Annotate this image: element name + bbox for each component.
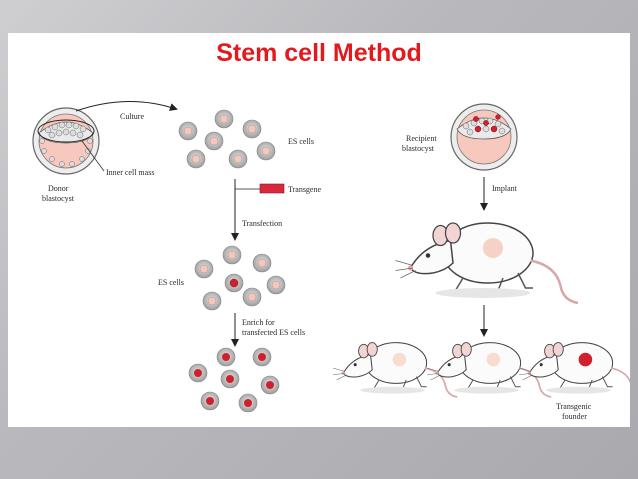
es-cell-transfected bbox=[238, 393, 258, 413]
recipient-mouse bbox=[394, 221, 580, 305]
es-cell bbox=[214, 109, 234, 129]
es-cell bbox=[178, 121, 198, 141]
enrich-label-1: Enrich for bbox=[242, 318, 275, 327]
recipient-label-2: blastocyst bbox=[402, 144, 435, 153]
es-cell-transfected bbox=[252, 347, 272, 367]
donor-label-1: Donor bbox=[48, 184, 69, 193]
es-cells-mid-label: ES cells bbox=[158, 278, 184, 287]
offspring-mouse-2 bbox=[426, 341, 553, 398]
es-cell bbox=[242, 287, 262, 307]
donor-label-2: blastocyst bbox=[42, 194, 75, 203]
founder-label-2: founder bbox=[562, 412, 587, 421]
es-cell bbox=[194, 259, 214, 279]
recipient-blastocyst bbox=[450, 103, 518, 171]
es-cell bbox=[222, 245, 242, 265]
recipient-label-1: Recipient bbox=[406, 134, 437, 143]
inner-cell-mass-pointer bbox=[81, 140, 105, 172]
offspring-mouse-1 bbox=[332, 341, 459, 398]
es-cell bbox=[204, 131, 224, 151]
es-cell-transfected bbox=[188, 363, 208, 383]
es-cell-transfected bbox=[200, 391, 220, 411]
es-cell-transfected bbox=[224, 273, 244, 293]
founder-label-1: Transgenic bbox=[556, 402, 592, 411]
es-cell bbox=[186, 149, 206, 169]
culture-arrow bbox=[75, 100, 178, 112]
transfection-label: Transfection bbox=[242, 219, 282, 228]
es-cell-transfected bbox=[260, 375, 280, 395]
es-cell bbox=[252, 253, 272, 273]
es-cell bbox=[242, 119, 262, 139]
stem-cell-diagram: Inner cell mass Donor blastocyst Culture… bbox=[32, 100, 630, 421]
slide-title: Stem cell Method bbox=[216, 39, 422, 67]
es-cells-mid bbox=[194, 245, 286, 311]
es-cell bbox=[202, 291, 222, 311]
es-cells-enriched bbox=[188, 347, 280, 413]
inner-cell-mass-label: Inner cell mass bbox=[106, 168, 154, 177]
es-cell-transfected bbox=[216, 347, 236, 367]
transgenic-founder-mouse bbox=[518, 341, 630, 398]
transgene-label: Transgene bbox=[288, 185, 321, 194]
es-cell bbox=[266, 275, 286, 295]
slide: Stem cell Method bbox=[8, 33, 630, 427]
enrich-label-2: transfected ES cells bbox=[242, 328, 305, 337]
es-cells-top bbox=[178, 109, 276, 169]
implant-label: Implant bbox=[492, 184, 518, 193]
es-cell-transfected bbox=[220, 369, 240, 389]
es-cell bbox=[228, 149, 248, 169]
culture-label: Culture bbox=[120, 112, 144, 121]
donor-blastocyst bbox=[32, 107, 100, 175]
transgene-rect bbox=[259, 183, 285, 194]
es-cells-top-label: ES cells bbox=[288, 137, 314, 146]
es-cell bbox=[256, 141, 276, 161]
